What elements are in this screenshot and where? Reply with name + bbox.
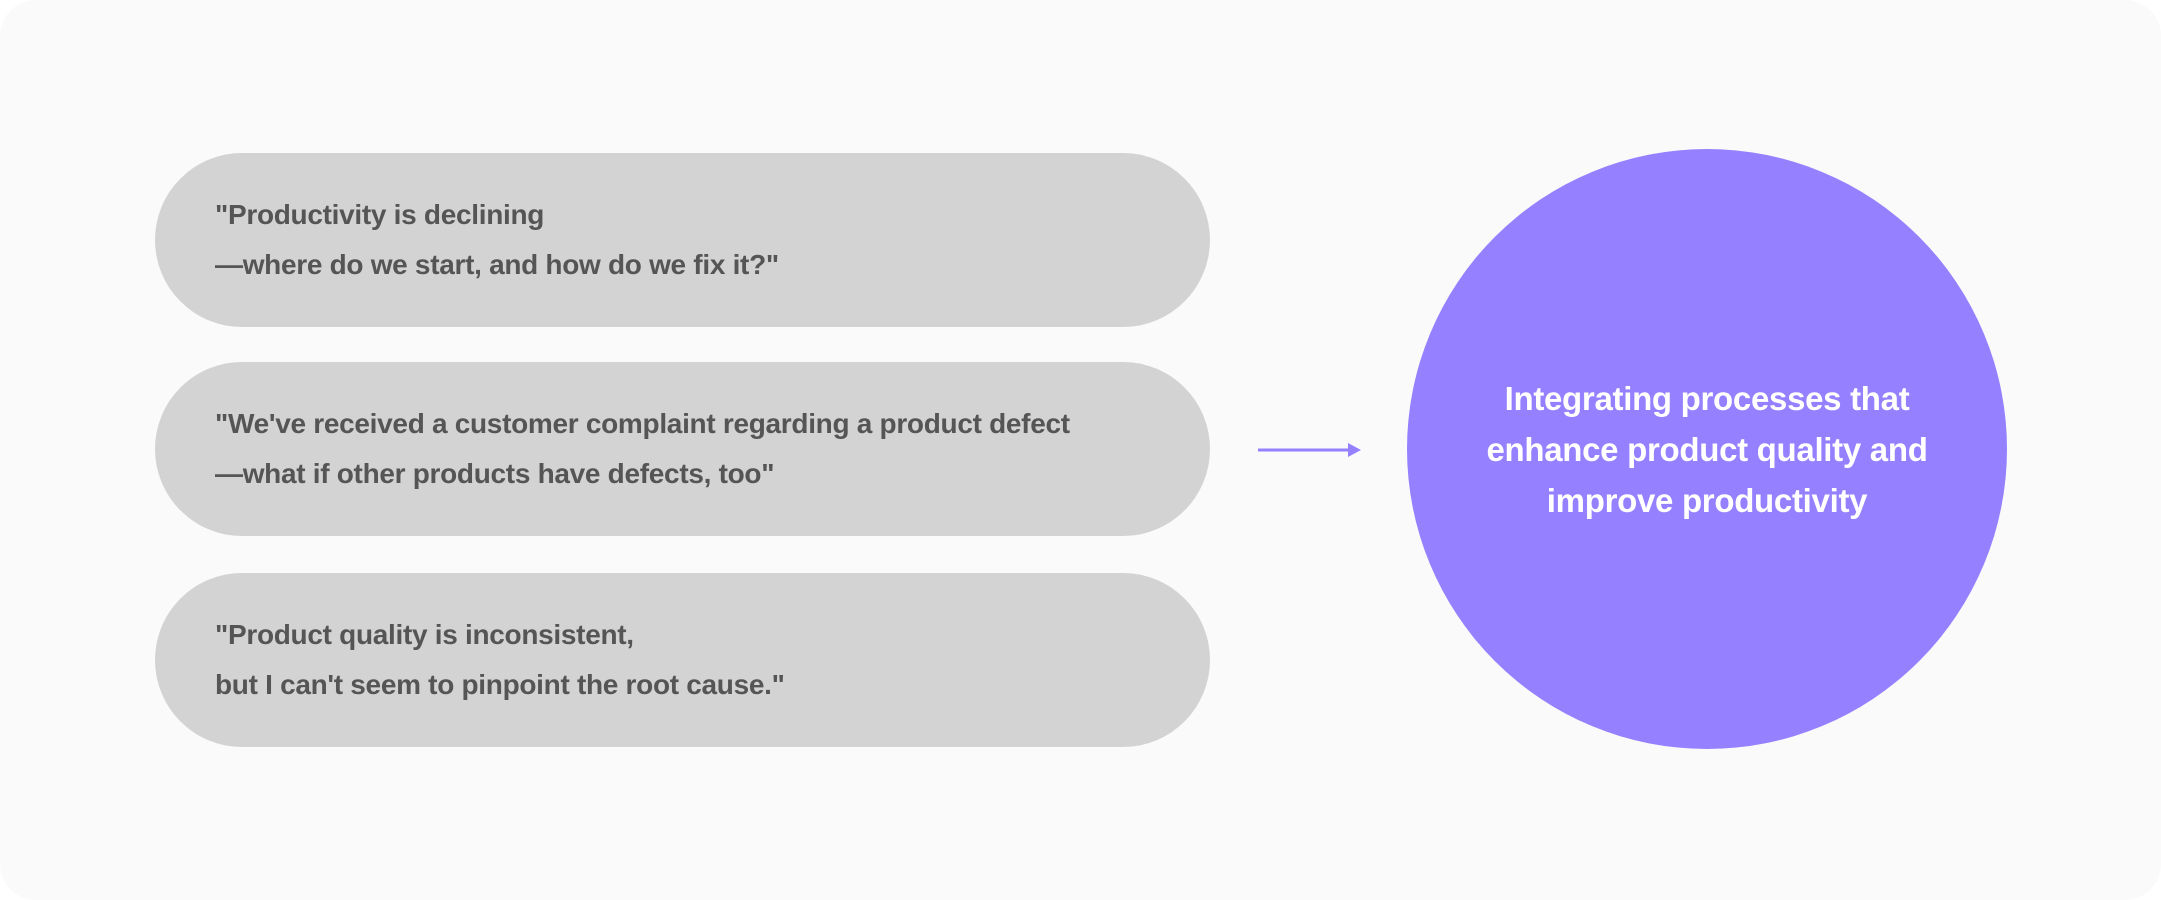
quote-line: —where do we start, and how do we fix it… (215, 249, 779, 280)
quote-line: "We've received a customer complaint reg… (215, 408, 1070, 439)
solution-circle: Integrating processes that enhance produ… (1407, 149, 2007, 749)
solution-line: enhance product quality and (1486, 430, 1928, 468)
problem-quote-1: "Productivity is declining —where do we … (155, 153, 1210, 327)
solution-line: Integrating processes that (1504, 379, 1910, 417)
arrow-right-icon (1258, 443, 1361, 457)
quote-line: "Product quality is inconsistent, (215, 619, 634, 650)
problem-quote-2: "We've received a customer complaint reg… (155, 362, 1210, 536)
quote-line: but I can't seem to pinpoint the root ca… (215, 669, 785, 700)
quote-line: "Productivity is declining (215, 199, 545, 230)
quote-line: —what if other products have defects, to… (215, 458, 775, 489)
problem-quote-3: "Product quality is inconsistent, but I … (155, 573, 1210, 747)
solution-line: improve productivity (1546, 481, 1868, 519)
